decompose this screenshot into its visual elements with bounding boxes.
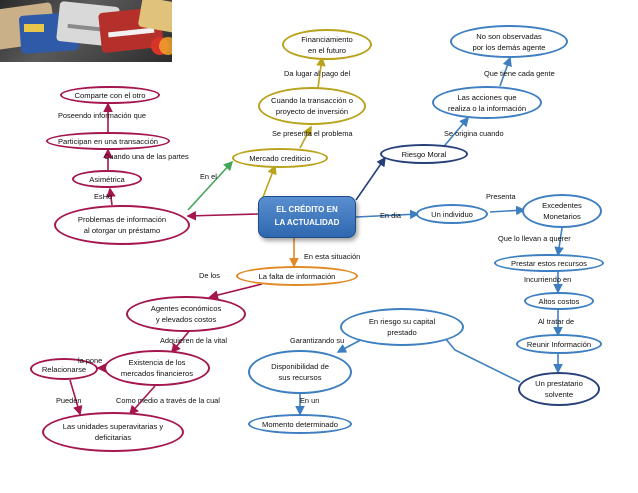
node-prestatario: Un prestatario solvente [518,372,600,406]
node-momento: Momento determinado [248,414,352,434]
link-en-el: En el [200,172,217,181]
link-da-lugar: Da lugar al pago del [284,69,351,78]
central-topic-line2: LA ACTUALIDAD [274,218,340,227]
node-mercado-crediticio: Mercado crediticio [232,148,328,168]
node-disponibilidad: Disponibilidad de sus recursos [248,350,352,394]
connector-excedentes-prestar [554,227,564,257]
link-como-medio: Como medio a través de la cual [116,396,220,405]
link-presenta: Presenta [486,192,516,201]
connector-prestatario-riesgo-capital [438,330,521,383]
node-riesgo-moral: Riesgo Moral [380,144,468,164]
connector-problemas-asimetrica [106,187,116,206]
node-unidades: Las unidades superavitarias y deficitari… [42,412,184,452]
link-de-los: De los [199,271,220,280]
connector-central-riesgo [355,156,386,201]
node-no-observadas: No son observadas por los demás agente [450,25,568,58]
connector-problemas-mercado [187,160,234,211]
node-participan: Participan en una transacción [46,132,170,150]
connector-relacionarse-unidades [69,379,83,416]
credit-cards-photo [0,0,172,62]
node-existencia: Existencia de los mercados financieros [104,350,210,386]
node-cuando-transaccion: Cuando la transacción o proyecto de inve… [258,87,366,125]
connector-acciones-observadas [499,56,512,87]
node-comparte: Comparte con el otro [60,86,160,104]
central-topic-line1: EL CRÉDITO EN [276,205,338,215]
connector-falta-agentes [208,283,263,300]
node-acciones: Las acciones que realiza o la informació… [432,86,542,119]
link-la-pone: la pone [78,356,103,365]
link-cuando-una: Cuando una de las partes [104,152,189,161]
link-pueden: Pueden [56,396,82,405]
link-incurriendo: Incurriendo en [524,275,572,284]
central-topic: EL CRÉDITO EN LA ACTUALIDAD [258,196,356,238]
connector-individuo-excedentes [489,205,526,216]
node-problemas: Problemas de información al otorgar un p… [54,205,190,245]
link-en-esta: En esta situación [304,252,361,261]
connector-agentes-existencia [170,329,191,354]
connector-mercado-transaccion [299,125,312,149]
node-agentes: Agentes económicos y elevados costos [126,296,246,332]
node-reunir: Reunir Información [516,334,602,354]
link-adquieren: Adquieren de la vital [160,336,227,345]
link-en-dia: En dia [380,211,401,220]
link-se-origina: Se origina cuando [444,129,504,138]
node-altos-costos: Altos costos [524,292,594,310]
link-se-presenta: Se presenta el problema [272,129,353,138]
link-es-ho: EsHo [94,192,113,201]
node-relacionarse: Relacionarse [30,358,98,380]
node-un-individuo: Un individuo [416,204,488,224]
link-que-tiene: Que tiene cada gente [484,69,555,78]
link-poseendo: Poseendo información que [58,111,146,120]
connector-transaccion-financiamiento [316,56,326,89]
connector-central-problemas [186,210,259,221]
node-financiamiento: Financiamiento en el futuro [282,29,372,60]
link-al-tratar: Al tratar de [538,317,575,326]
node-asimetrica: Asimétrica [72,170,142,188]
node-prestar: Prestar estos recursos [494,254,604,272]
credit-cards-illustration [0,0,172,55]
link-en-un: En un [300,396,320,405]
connector-central-individuo [355,209,420,220]
node-falta-info: La falta de información [236,266,358,286]
connector-existencia-unidades [128,385,156,416]
link-que-lo-llevan: Que lo llevan a querer [498,234,571,243]
link-garantizando: Garantizando su [290,336,345,345]
node-excedentes: Excedentes Monetarios [522,194,602,228]
node-riesgo-capital: En riesgo su capital prestado [340,308,464,346]
